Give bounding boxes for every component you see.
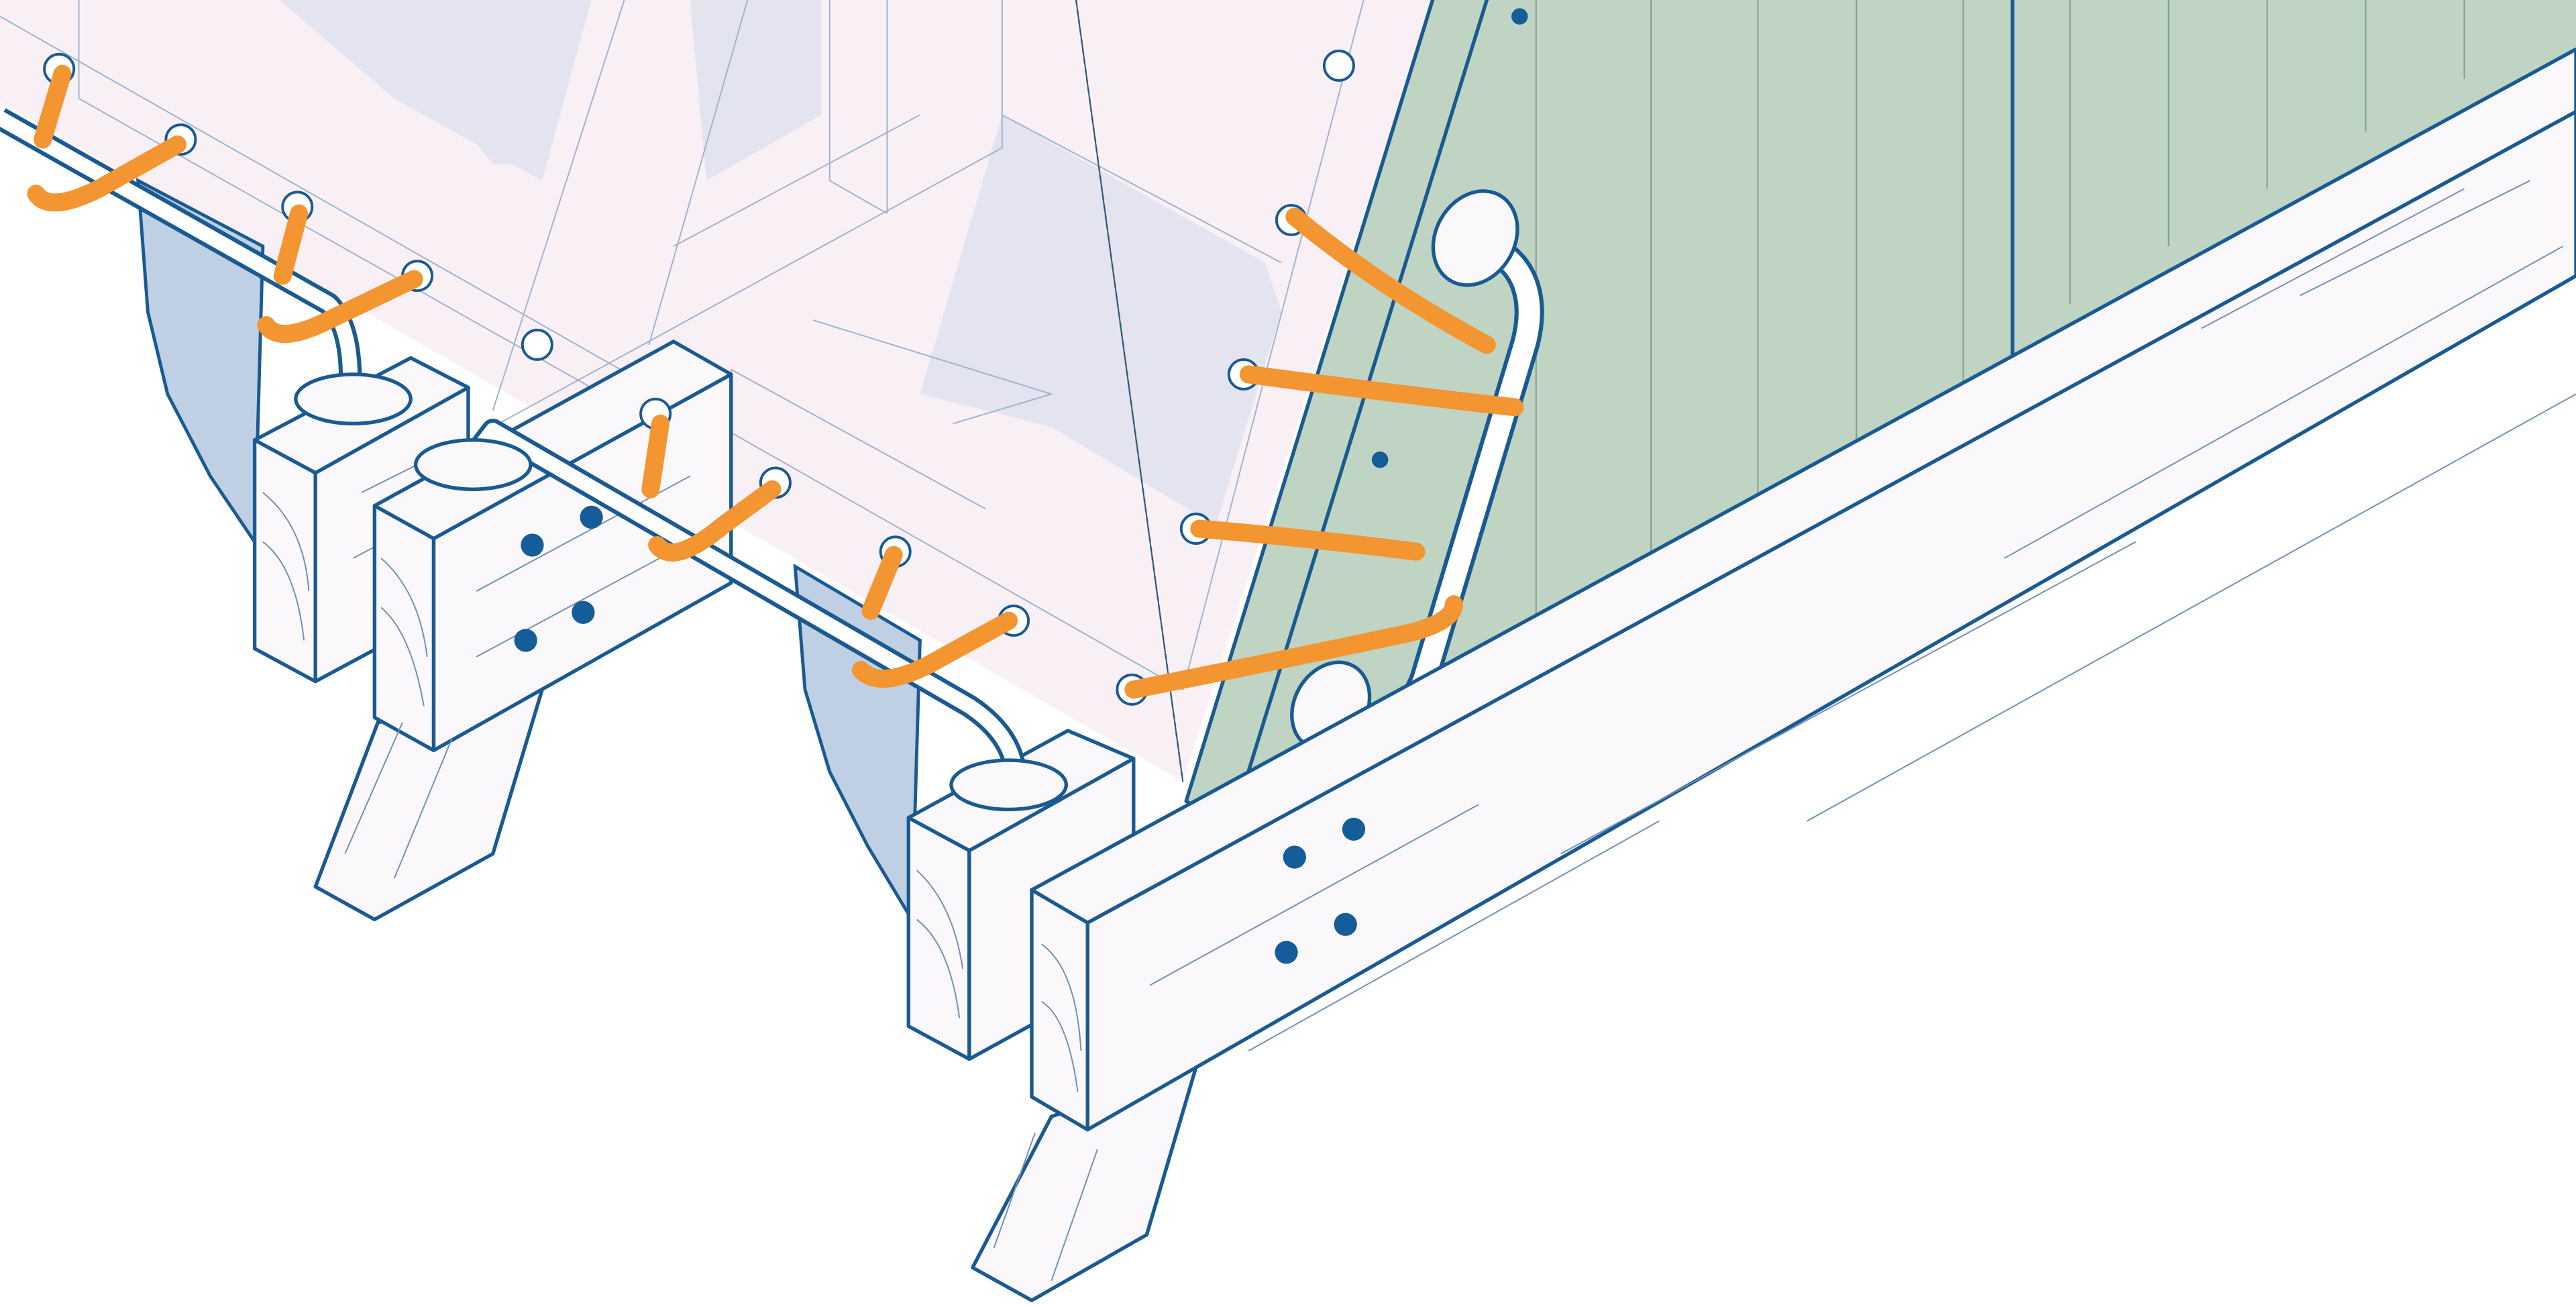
main-beam [971,47,2576,1302]
grommet [521,328,553,361]
rail-pipe [0,108,1069,812]
blue-fabric-left [136,177,265,547]
interior-shadow [690,0,822,181]
interior-shadow [453,82,543,164]
grommet [1322,49,1355,82]
lashing-ropes [27,64,1524,699]
interior-shadow [920,115,1282,526]
